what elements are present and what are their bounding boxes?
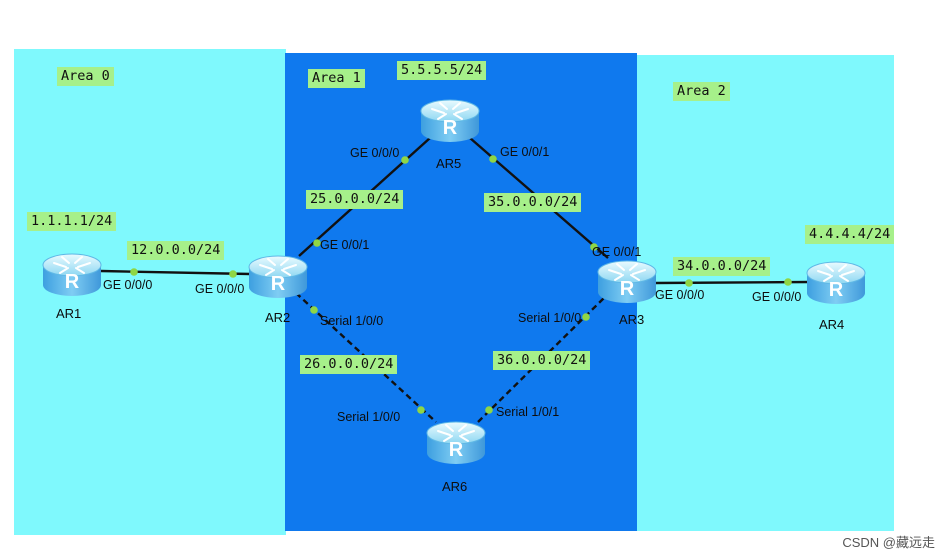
- interface-label-ar3-ge000: GE 0/0/0: [655, 288, 705, 302]
- port-dot-ar3-ge000: [685, 279, 693, 287]
- router-letter: R: [829, 279, 844, 301]
- interface-label-ar3-s100: Serial 1/0/0: [518, 311, 582, 325]
- router-letter: R: [65, 271, 80, 293]
- port-dot-ar3-ge001: [590, 243, 598, 251]
- network-label-ar4-loopback: 4.4.4.4/24: [805, 225, 895, 244]
- router-name-ar2: AR2: [265, 310, 291, 325]
- router-name-ar1: AR1: [56, 306, 82, 321]
- router-name-ar6: AR6: [442, 479, 468, 494]
- interface-label-ar1-ge000: GE 0/0/0: [103, 278, 153, 292]
- port-dot-ar2-ge001: [313, 239, 321, 247]
- area-1-label: Area 1: [308, 69, 365, 88]
- interface-label-ar6-s101: Serial 1/0/1: [496, 405, 560, 419]
- router-letter: R: [271, 273, 286, 295]
- router-icon-ar4[interactable]: R: [806, 261, 866, 305]
- port-dot-ar2-ge000: [229, 270, 237, 278]
- port-dot-ar2-s100: [310, 306, 318, 314]
- network-label-12: 12.0.0.0/24: [127, 241, 225, 260]
- network-label-25: 25.0.0.0/24: [306, 190, 404, 209]
- network-label-ar5-loopback: 5.5.5.5/24: [397, 61, 487, 80]
- router-icon-ar2[interactable]: R: [248, 255, 308, 299]
- port-dot-ar5-ge001: [489, 155, 497, 163]
- network-label-ar1-loopback: 1.1.1.1/24: [27, 212, 117, 231]
- watermark-text: CSDN @藏远走: [842, 535, 935, 550]
- router-icon-ar6[interactable]: R: [426, 421, 486, 465]
- interface-label-ar6-s100: Serial 1/0/0: [337, 410, 401, 424]
- port-dot-ar5-ge000: [401, 156, 409, 164]
- interface-label-ar2-ge001: GE 0/0/1: [320, 238, 370, 252]
- router-letter: R: [443, 117, 458, 139]
- port-dot-ar4-ge000: [784, 278, 792, 286]
- router-icon-ar5[interactable]: R: [420, 99, 480, 143]
- interface-label-ar2-ge000: GE 0/0/0: [195, 282, 245, 296]
- router-name-ar3: AR3: [619, 312, 645, 327]
- port-dot-ar3-s100: [582, 313, 590, 321]
- port-dot-ar6-s100: [417, 406, 425, 414]
- link-ar3-ar4: [654, 280, 811, 285]
- router-name-ar5: AR5: [436, 156, 462, 171]
- interface-label-ar3-ge001: GE 0/0/1: [592, 245, 642, 259]
- network-label-26: 26.0.0.0/24: [300, 355, 398, 374]
- link-ar1-ar2: [100, 269, 251, 276]
- router-name-ar4: AR4: [819, 317, 845, 332]
- interface-label-ar2-s100: Serial 1/0/0: [320, 314, 384, 328]
- area-0-label: Area 0: [57, 67, 114, 86]
- network-label-36: 36.0.0.0/24: [493, 351, 591, 370]
- network-label-34: 34.0.0.0/24: [673, 257, 771, 276]
- router-icon-ar3[interactable]: R: [597, 260, 657, 304]
- interface-label-ar5-ge000: GE 0/0/0: [350, 146, 400, 160]
- area-2-label: Area 2: [673, 82, 730, 101]
- interface-label-ar5-ge001: GE 0/0/1: [500, 145, 550, 159]
- router-icon-ar1[interactable]: R: [42, 253, 102, 297]
- router-letter: R: [620, 278, 635, 300]
- port-dot-ar6-s101: [485, 406, 493, 414]
- router-letter: R: [449, 439, 464, 461]
- port-dot-ar1-ge000: [130, 268, 138, 276]
- network-label-35: 35.0.0.0/24: [484, 193, 582, 212]
- interface-label-ar4-ge000: GE 0/0/0: [752, 290, 802, 304]
